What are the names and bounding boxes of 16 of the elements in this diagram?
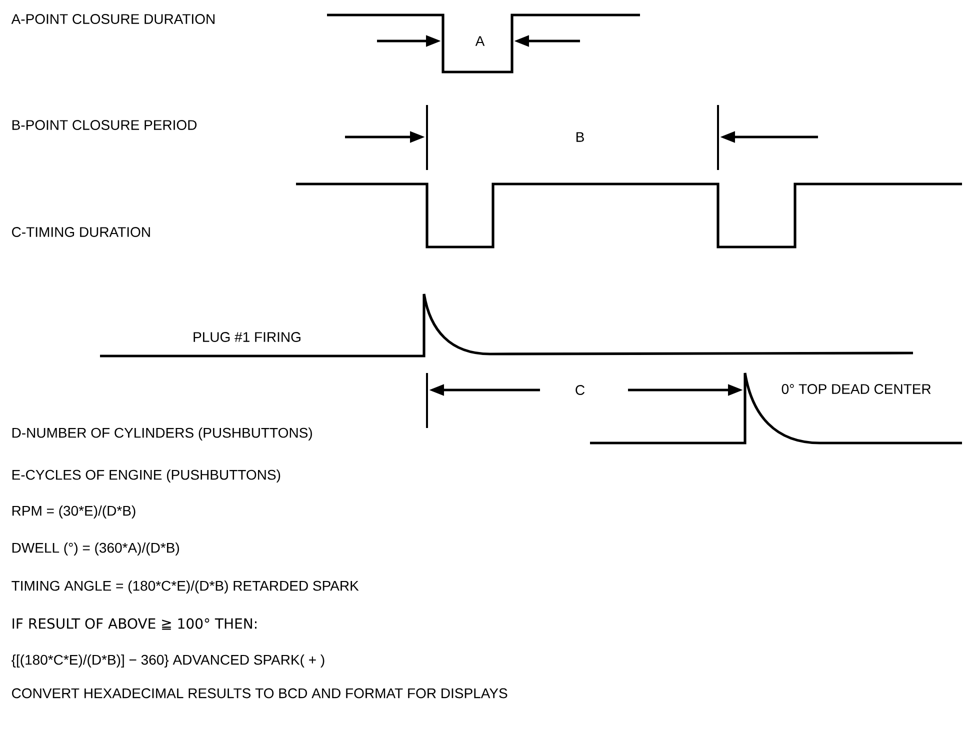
formula-text: DWELL (°) = (360*A)/(D*B) [12,542,179,556]
signal-label: 0° TOP DEAD CENTER [782,384,931,394]
dimension-label: C [576,385,585,395]
dimension-label: A [475,36,485,46]
caption-text: B-POINT CLOSURE PERIOD [12,120,197,130]
formula-text: RPM = (30*E)/(D*B) [12,505,136,519]
caption-text: E-CYCLES OF ENGINE (PUSHBUTTONS) [12,469,280,483]
formula-text: IF RESULT OF ABOVE ≧ 100° THEN: [12,618,256,630]
note-text: CONVERT HEXADECIMAL RESULTS TO BCD AND FORMAT FOR DISPLAYS [12,688,508,698]
caption-text: C-TIMING DURATION [12,227,150,237]
caption-text: A-POINT CLOSURE DURATION [11,14,214,24]
signal-label: PLUG #1 FIRING [194,332,300,342]
caption-text: D-NUMBER OF CYLINDERS (PUSHBUTTONS) [12,427,312,441]
formula-text: TIMING ANGLE = (180*C*E)/(D*B) RETARDED SPARK [12,580,359,594]
formula-text: {[(180*C*E)/(D*B)] − 360} ADVANCED SPARK( + ) [12,654,324,668]
dimension-label: B [576,132,584,142]
